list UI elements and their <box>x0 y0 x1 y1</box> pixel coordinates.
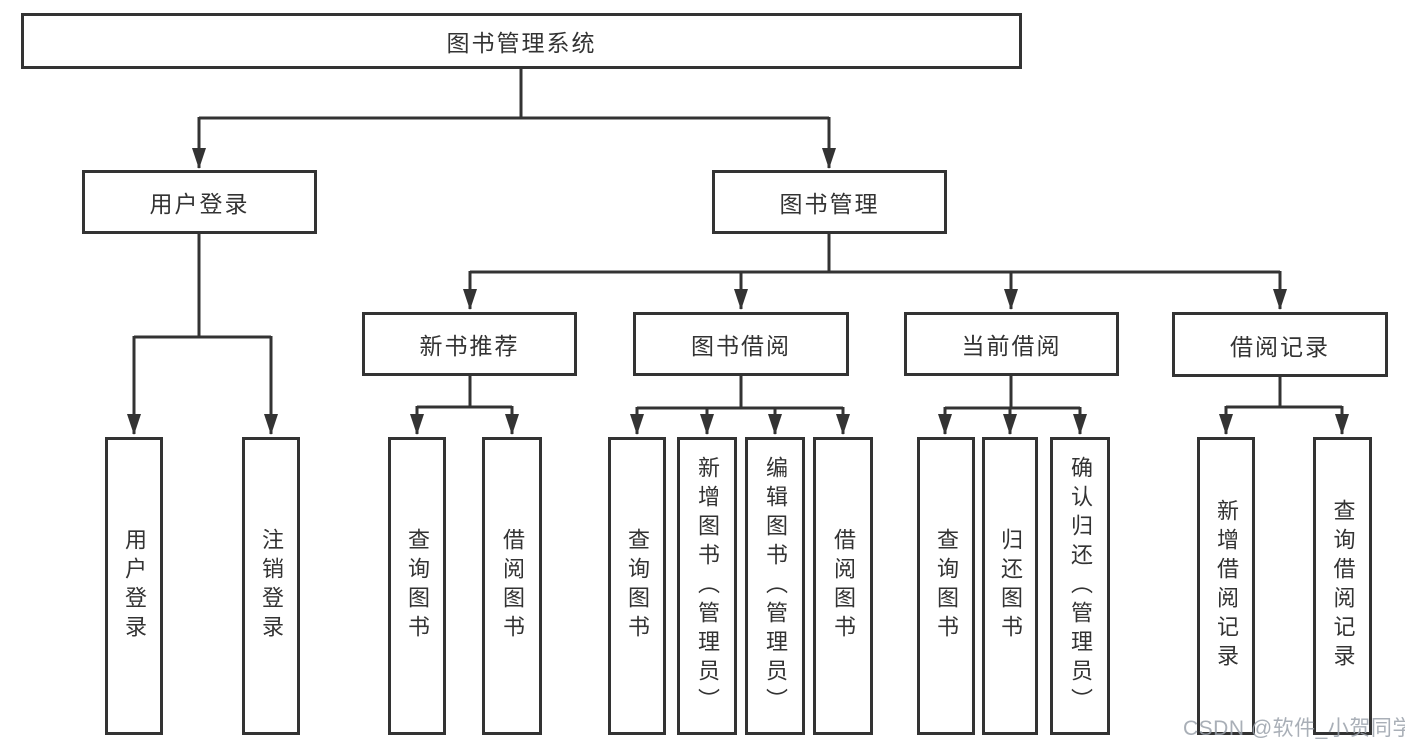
node-book-management: 图书管理 <box>712 170 947 234</box>
connector-bookmgmt-split <box>470 232 1280 274</box>
connector-userlogin-split <box>134 232 271 339</box>
connector-root-split <box>199 66 829 120</box>
node-bb-borrow-books: 借阅图书 <box>813 437 873 735</box>
node-book-borrowing: 图书借阅 <box>633 312 849 376</box>
connector-newbook-split <box>417 374 512 409</box>
node-cb-return-books: 归还图书 <box>982 437 1038 735</box>
node-library-system: 图书管理系统 <box>21 13 1022 69</box>
node-user-login: 用户登录 <box>105 437 163 735</box>
node-bb-add-books-admin: 新增图书（管理员） <box>677 437 737 735</box>
node-br-query-record: 查询借阅记录 <box>1313 437 1372 735</box>
node-bb-edit-books-admin: 编辑图书（管理员） <box>745 437 805 735</box>
node-nb-query-books: 查询图书 <box>388 437 446 735</box>
node-current-borrowing: 当前借阅 <box>904 312 1119 376</box>
node-cb-query-books: 查询图书 <box>917 437 975 735</box>
watermark: CSDN @软件_小贺同学 <box>1183 717 1405 740</box>
node-br-add-record: 新增借阅记录 <box>1197 437 1255 735</box>
node-cb-confirm-return-admin: 确认归还（管理员） <box>1050 437 1110 735</box>
connector-borrowing-split <box>637 374 843 410</box>
node-borrowing-records: 借阅记录 <box>1172 312 1388 377</box>
node-new-book-recommend: 新书推荐 <box>362 312 577 376</box>
connector-current-split <box>945 374 1080 410</box>
node-user-login-group: 用户登录 <box>82 170 317 234</box>
node-bb-query-books: 查询图书 <box>608 437 666 735</box>
node-logout: 注销登录 <box>242 437 300 735</box>
connector-records-split <box>1226 375 1342 409</box>
node-nb-borrow-books: 借阅图书 <box>482 437 542 735</box>
